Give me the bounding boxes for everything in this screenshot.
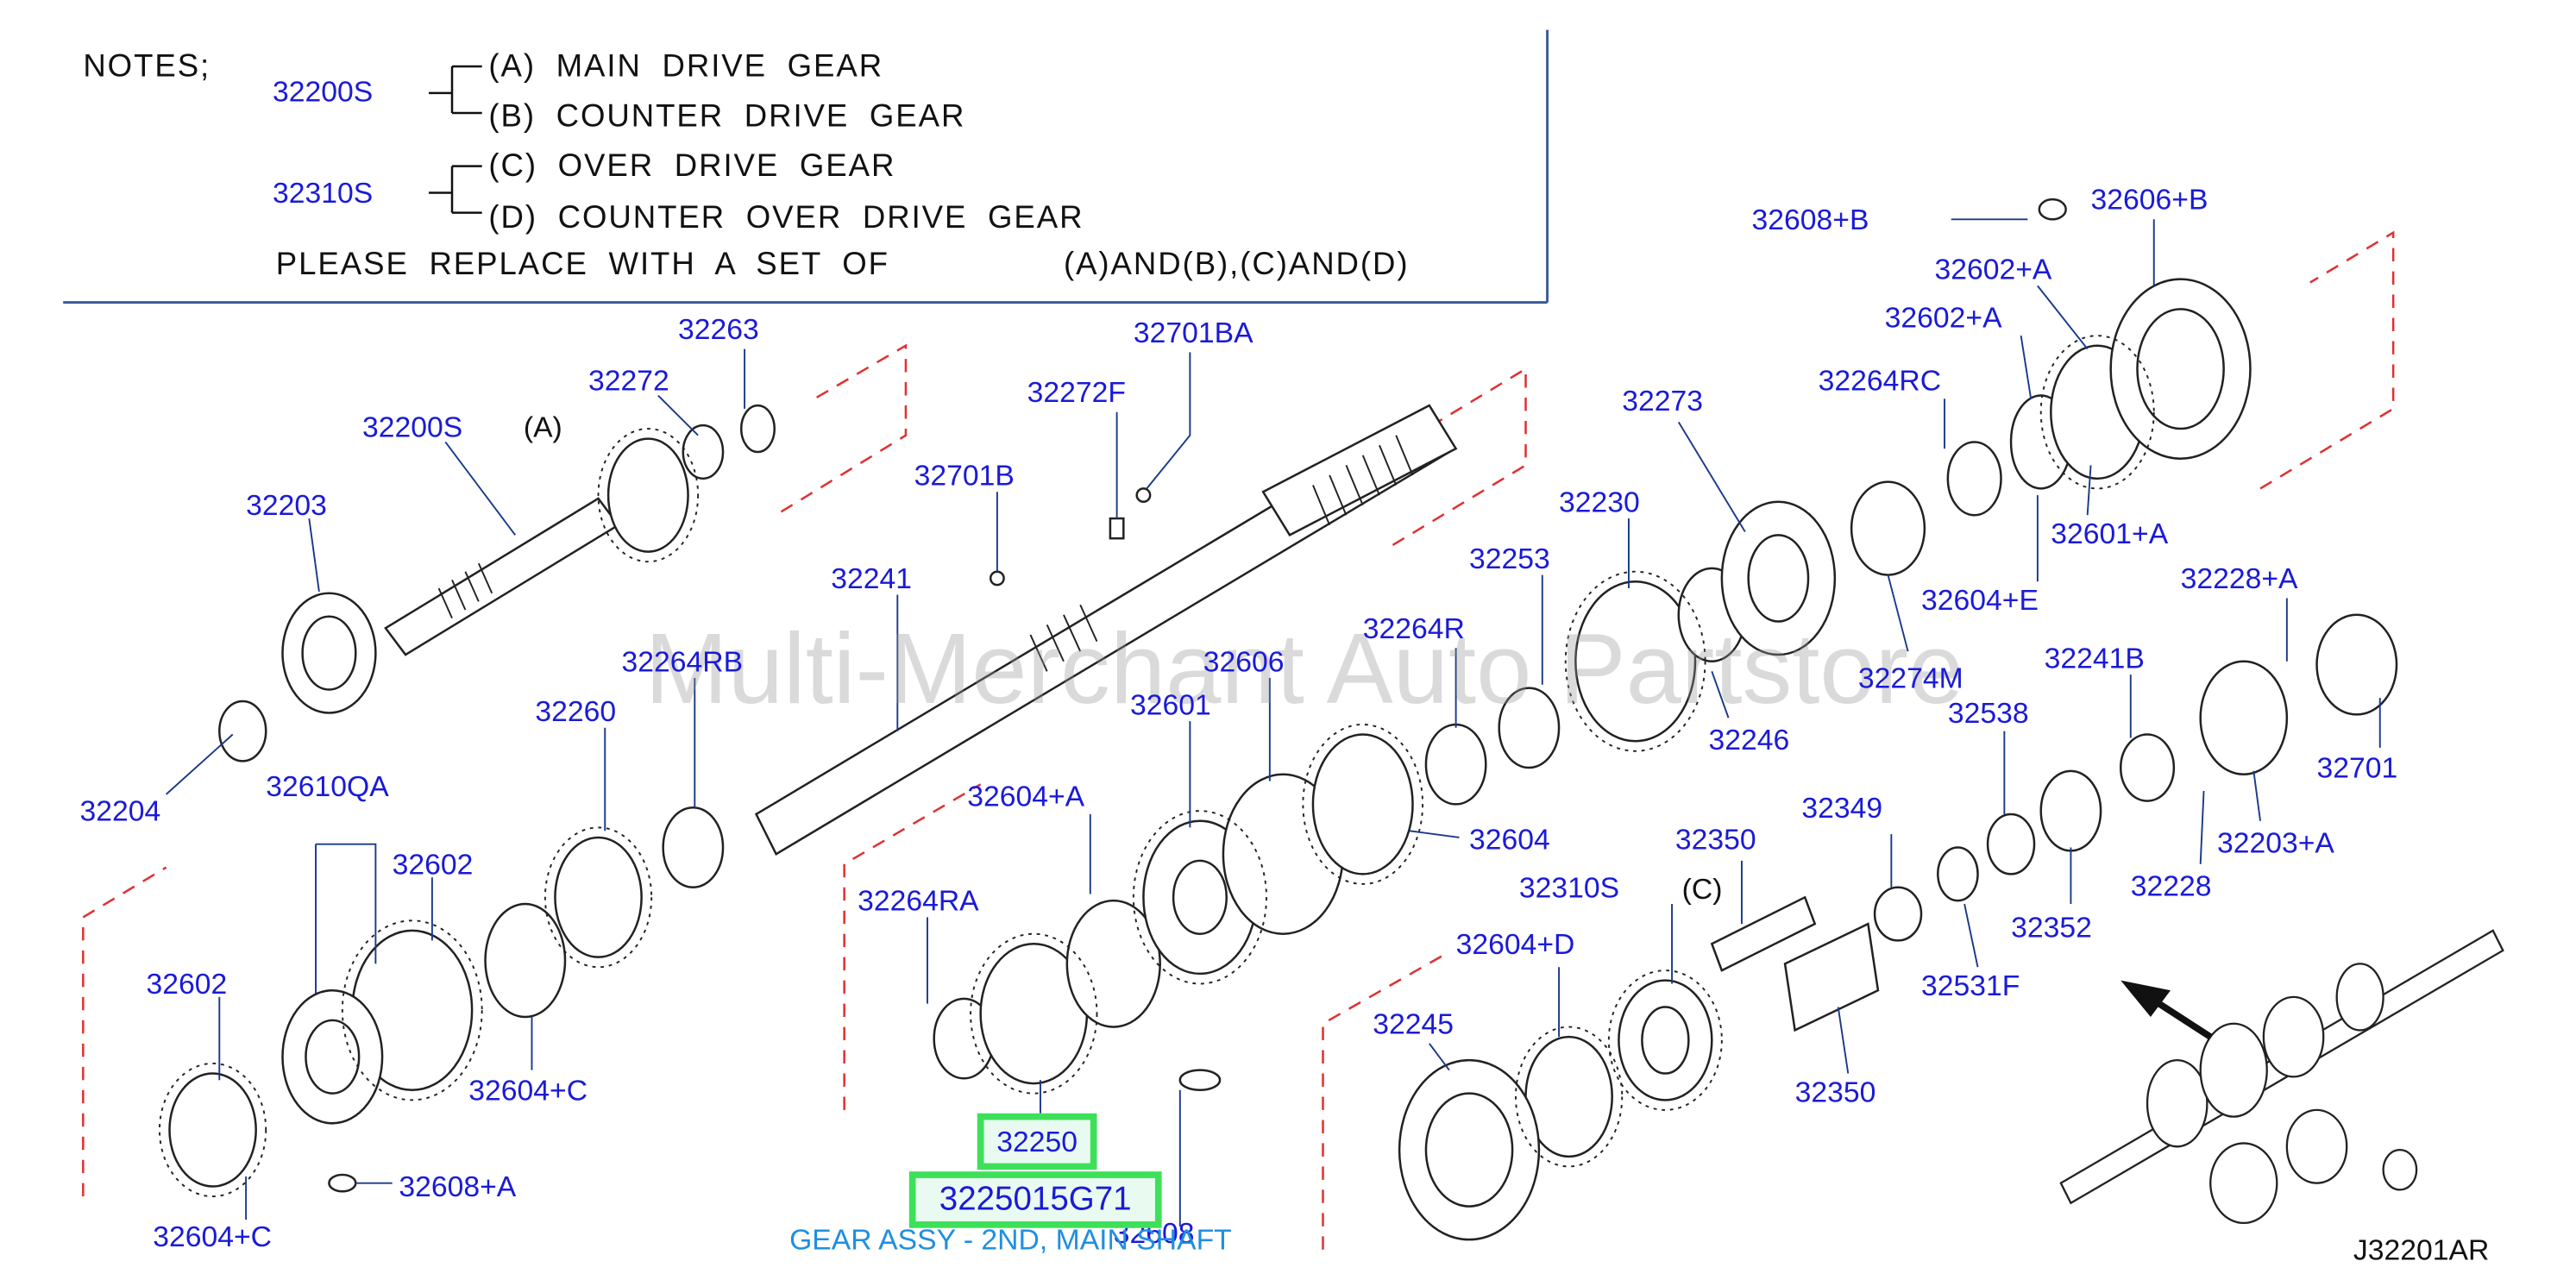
leader-lines [166,218,2381,1227]
callout-32538[interactable]: 32538 [1947,696,2029,730]
note-main-drive-gear: (A) MAIN DRIVE GEAR [488,49,884,85]
callout-32606[interactable]: 32606 [1203,644,1285,679]
callout-32531F[interactable]: 32531F [1921,969,2020,1002]
callout-32604[interactable]: 32604 [1469,822,1550,856]
shafts [384,404,1458,856]
callout-32272F[interactable]: 32272F [1027,375,1126,409]
callout-32260[interactable]: 32260 [535,694,617,728]
callout-32604C-2[interactable]: 32604+C [153,1220,273,1253]
callout-32241[interactable]: 32241 [831,562,913,595]
callout-32272[interactable]: 32272 [587,363,669,398]
callout-32350-a[interactable]: 32350 [1674,822,1756,856]
callout-32264RC[interactable]: 32264RC [1818,363,1942,398]
highlight-part-32250[interactable]: 32250 [977,1113,1097,1170]
callout-32610QA[interactable]: 32610QA [266,769,389,803]
callout-32203A[interactable]: 32203+A [2216,825,2334,860]
watermark: Multi-Merchant Auto Partstore [644,612,1964,725]
cut-lines [82,230,2395,1250]
highlight-part-label: 32250 [996,1125,1078,1158]
callout-32601[interactable]: 32601 [1130,687,1211,722]
callout-32352[interactable]: 32352 [2011,910,2092,944]
callout-32602A-2[interactable]: 32602+A [1884,300,2002,335]
callout-32264R[interactable]: 32264R [1362,611,1465,645]
callout-32263[interactable]: 32263 [678,312,759,346]
assembly-thumbnail [2059,929,2504,1225]
callout-32701B[interactable]: 32701B [914,458,1015,493]
highlight-description: GEAR ASSY - 2ND, MAIN SHAFT [789,1222,1232,1257]
callout-32228[interactable]: 32228 [2130,869,2212,903]
callout-32350-b[interactable]: 32350 [1794,1075,1876,1108]
callout-32349[interactable]: 32349 [1801,791,1883,825]
callout-32241B[interactable]: 32241B [2044,641,2145,675]
callout-32264RA[interactable]: 32264RA [858,883,979,918]
callout-32230[interactable]: 32230 [1559,485,1640,519]
note-replace-text: PLEASE REPLACE WITH A SET OF [275,248,889,283]
shaft-splines [437,435,1414,672]
callout-32604A[interactable]: 32604+A [967,779,1085,813]
highlight-oem-label: 3225015G71 [939,1181,1132,1219]
note-counter-over-drive-gear: (D) COUNTER OVER DRIVE GEAR [488,201,1084,236]
notes-part-32200S[interactable]: 32200S [272,74,374,109]
callout-32228A[interactable]: 32228+A [2180,562,2298,595]
notes-part-32310S[interactable]: 32310S [272,176,374,210]
drawing-code: J32201AR [2353,1233,2490,1266]
notes-frame [63,29,1549,304]
components [168,198,2398,1241]
callout-32274M[interactable]: 32274M [1857,661,1963,695]
callout-32602A-1[interactable]: 32602+A [1934,252,2052,286]
callout-32606B[interactable]: 32606+B [2090,182,2208,216]
notes-brackets [429,65,482,214]
letter-mark-c: (C) [1681,872,1723,906]
callout-32608B[interactable]: 32608+B [1751,203,1869,236]
callout-32701[interactable]: 32701 [2316,750,2398,785]
callout-32204[interactable]: 32204 [79,794,161,828]
note-over-drive-gear: (C) OVER DRIVE GEAR [488,149,896,185]
callout-32245[interactable]: 32245 [1373,1007,1454,1040]
direction-arrow [2120,980,2213,1040]
callout-32604E[interactable]: 32604+E [1921,583,2039,617]
callout-32608A[interactable]: 32608+A [399,1170,517,1203]
callout-32200S[interactable]: 32200S [361,410,463,444]
note-counter-drive-gear: (B) COUNTER DRIVE GEAR [488,99,966,135]
callout-32701BA[interactable]: 32701BA [1133,316,1253,349]
gear-teeth [158,335,2155,1198]
letter-mark-a: (A) [523,410,562,444]
callout-32264RB[interactable]: 32264RB [621,644,744,679]
callout-32602-a[interactable]: 32602 [392,847,474,882]
callout-32203[interactable]: 32203 [246,488,327,522]
callout-32601A[interactable]: 32601+A [2051,517,2169,550]
callout-32604C-1[interactable]: 32604+C [468,1073,588,1107]
highlight-oem-number[interactable]: 3225015G71 [908,1171,1162,1228]
callout-32273[interactable]: 32273 [1622,384,1704,417]
callout-32253[interactable]: 32253 [1469,542,1550,575]
callout-32310S[interactable]: 32310S [1518,870,1620,905]
callout-32602-b[interactable]: 32602 [146,967,228,1001]
note-replace-sets: (A)AND(B),(C)AND(D) [1063,248,1410,283]
callout-32604D[interactable]: 32604+D [1455,926,1575,961]
callout-32246[interactable]: 32246 [1708,723,1790,756]
notes-heading: NOTES; [83,49,211,85]
